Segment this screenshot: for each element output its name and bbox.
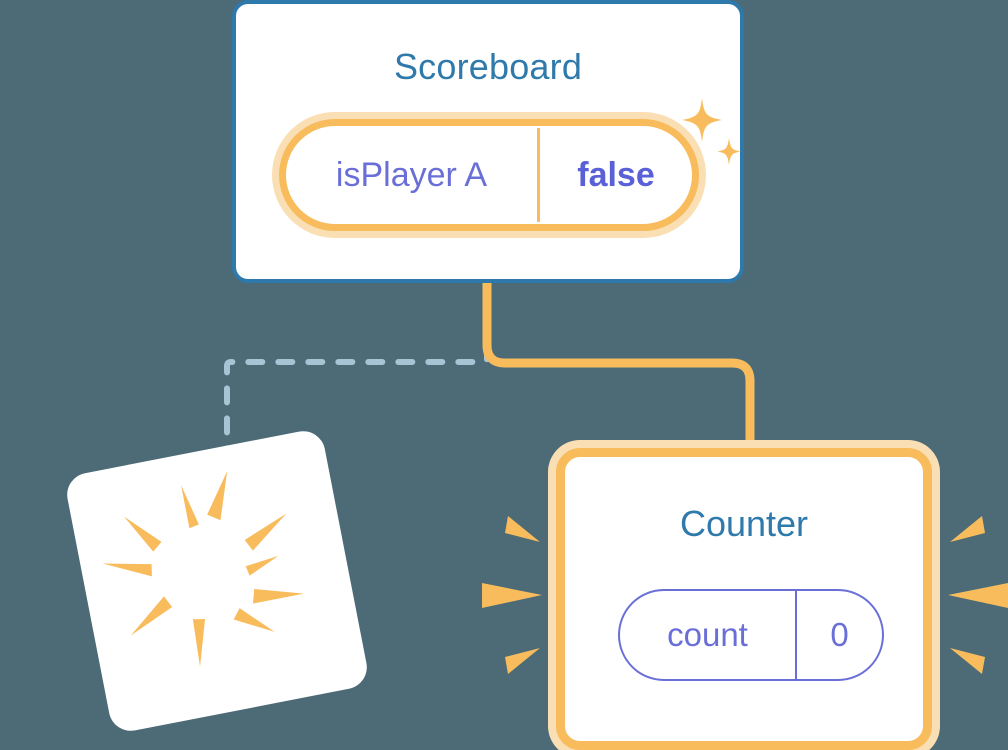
- burst-ray-icon: [207, 471, 228, 521]
- burst-ray-icon: [130, 596, 173, 636]
- scoreboard-state-pill[interactable]: isPlayer A false: [279, 119, 699, 231]
- scoreboard-state-key: isPlayer A: [335, 155, 488, 194]
- burst-ray-icon: [181, 485, 199, 529]
- counter-burst-rays-right: [948, 516, 1008, 674]
- burst-ray-icon: [505, 648, 540, 674]
- connector-scoreboard-to-counter: [482, 283, 755, 460]
- counter-state-value: 0: [830, 616, 849, 653]
- burst-ray-icon: [233, 608, 275, 632]
- scoreboard-pill-divider: [537, 128, 540, 222]
- scoreboard-title: Scoreboard: [393, 46, 583, 87]
- burst-ray-icon: [244, 513, 287, 551]
- counter-burst-rays-left: [482, 516, 542, 674]
- counter-state-pill[interactable]: count 0: [618, 589, 884, 681]
- counter-pill-divider: [795, 591, 797, 679]
- burst-ray-group: [102, 471, 305, 667]
- sparkle-small-icon: [717, 138, 741, 165]
- burst-ray-icon: [123, 516, 162, 552]
- rotated-burst-card[interactable]: [63, 427, 371, 735]
- burst-ray-icon: [192, 618, 206, 667]
- burst-ray-icon: [948, 583, 1008, 608]
- scoreboard-card[interactable]: Scoreboard isPlayer A false: [232, 0, 744, 283]
- burst-ray-icon: [245, 555, 279, 576]
- sparkle-large-icon: [682, 98, 722, 142]
- scoreboard-state-value: false: [577, 155, 655, 194]
- burst-ray-icon: [950, 648, 985, 674]
- counter-state-key: count: [667, 616, 748, 653]
- sparkle-group: [682, 98, 741, 165]
- burst-ray-icon: [505, 516, 540, 542]
- counter-card[interactable]: Counter count 0: [556, 448, 932, 750]
- burst-ray-icon: [102, 563, 152, 577]
- burst-ray-icon: [950, 516, 985, 542]
- burst-ray-icon: [252, 589, 305, 604]
- counter-title: Counter: [679, 503, 809, 544]
- burst-ray-icon: [482, 583, 542, 608]
